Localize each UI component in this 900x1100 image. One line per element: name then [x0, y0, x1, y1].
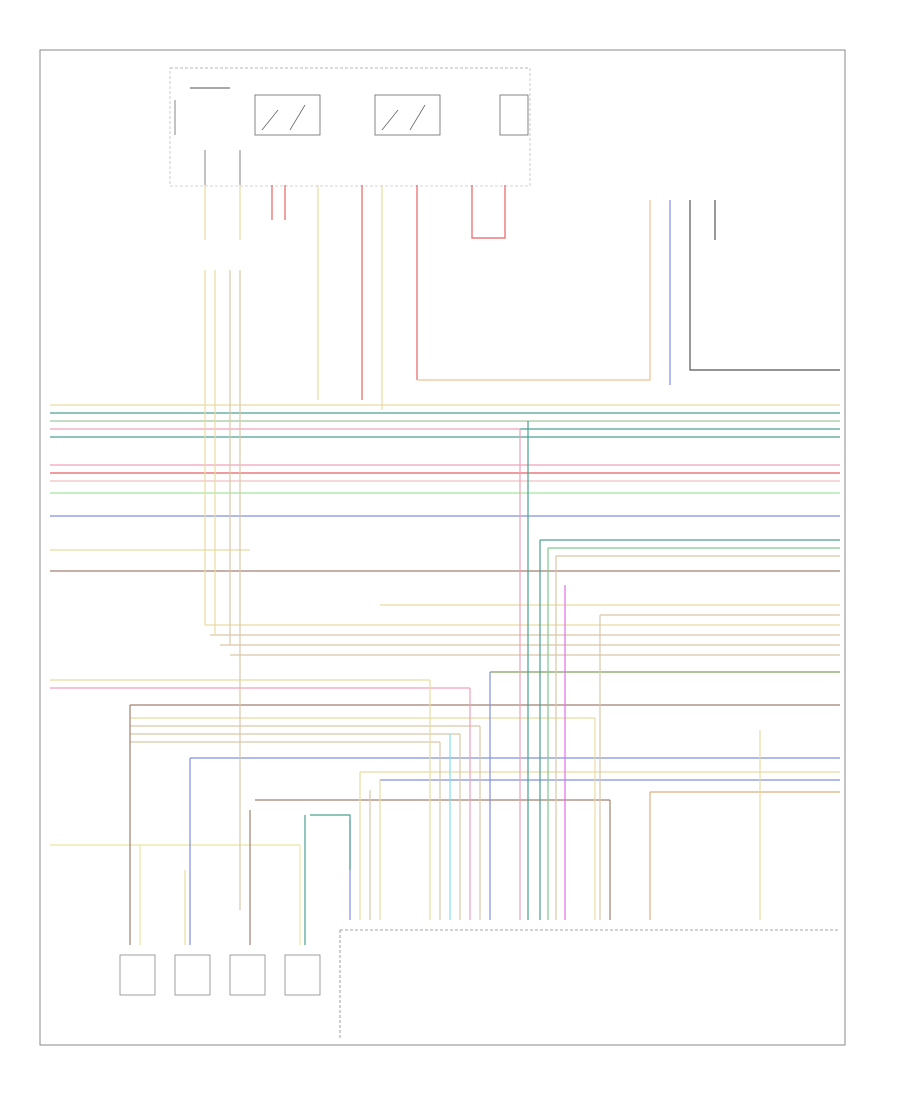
relay-1: [254, 94, 321, 136]
diagram-frame: [39, 49, 846, 1046]
fuses: [174, 100, 241, 185]
pcm-drops: [417, 200, 840, 385]
coil-4: [284, 954, 321, 996]
relay-3: [499, 94, 529, 136]
bus-wires: [50, 404, 840, 846]
fuse-box-outline: [169, 67, 531, 187]
coil-1: [119, 954, 156, 996]
pcm-vertical-wires: [204, 270, 761, 920]
coil-2: [174, 954, 211, 996]
coil-3: [229, 954, 266, 996]
pcm-feed-wires: [190, 539, 840, 801]
relay-2: [374, 94, 441, 136]
fuse-drops: [204, 185, 506, 410]
coil-feed-wires: [129, 705, 351, 945]
pcm-connector: [339, 929, 840, 1040]
